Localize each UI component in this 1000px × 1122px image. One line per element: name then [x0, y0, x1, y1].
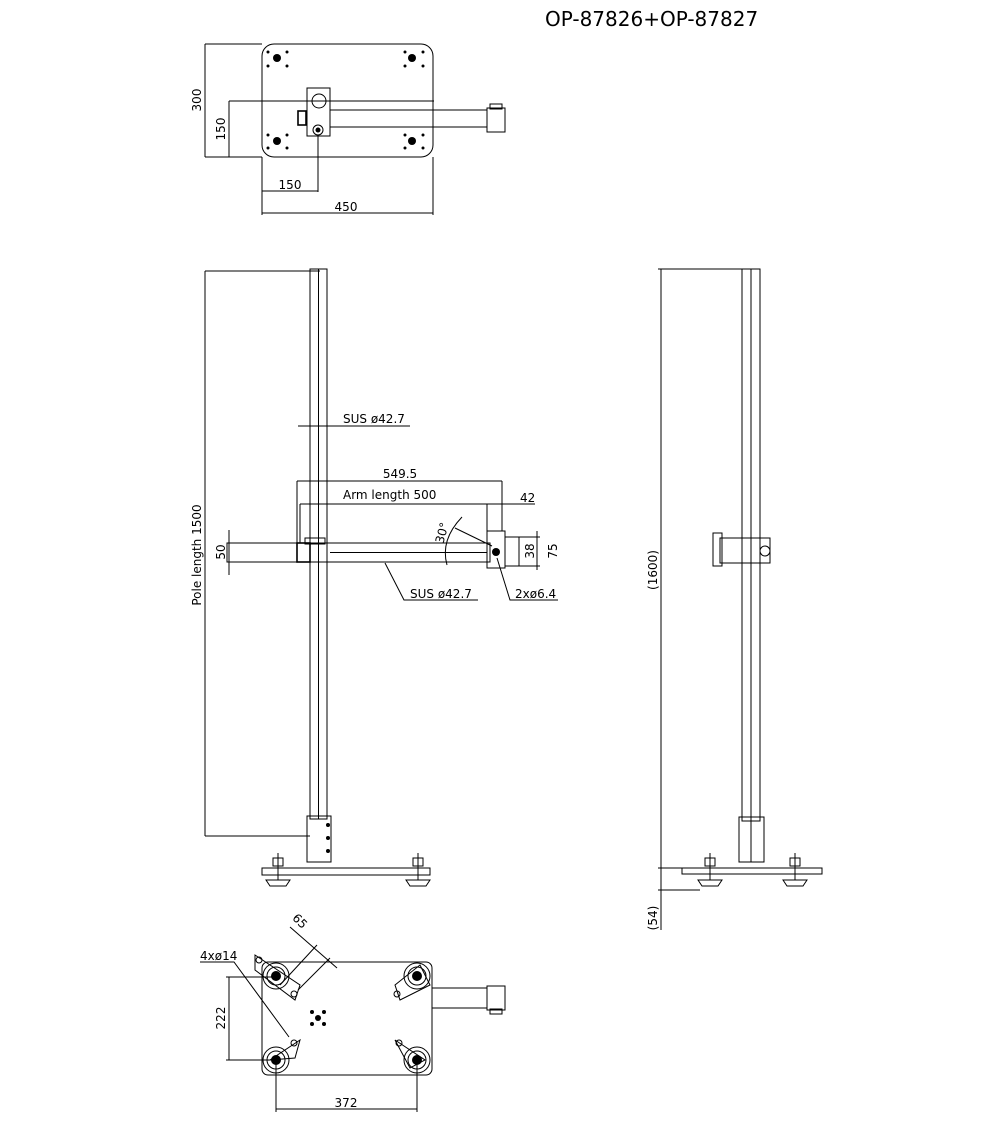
- pole-length-label: Pole length 1500: [190, 504, 204, 605]
- dim-38: 38: [523, 543, 537, 558]
- mounting-bolts: [266, 50, 425, 150]
- leveling-feet: [254, 954, 431, 1074]
- base-plate: [681, 867, 823, 875]
- dim-222: 222: [214, 1007, 228, 1030]
- holes-label: 4xø14: [200, 949, 237, 963]
- dim-150-horizontal: 150: [279, 178, 302, 192]
- top-view: 300 150 150 450: [190, 43, 506, 215]
- dim-42: 42: [520, 491, 535, 505]
- dim-50: 50: [214, 544, 228, 559]
- arm-end-block: [486, 985, 506, 1011]
- clamp: [719, 537, 771, 564]
- dim-65: 65: [289, 911, 310, 932]
- base-plate-outline: [261, 961, 433, 1076]
- arm-material-label: SUS ø42.7: [410, 587, 472, 601]
- leveling-foot-left: [265, 853, 291, 887]
- dim-300: 300: [190, 89, 204, 112]
- dim-450: 450: [335, 200, 358, 214]
- dim-1600: (1600): [646, 550, 660, 590]
- bottom-view: 65 4xø14 222 372: [200, 911, 506, 1112]
- dim-372: 372: [335, 1096, 358, 1110]
- dim-150-vertical: 150: [214, 118, 228, 141]
- holes-label: 2xø6.4: [515, 587, 556, 601]
- center-holes: [310, 1010, 326, 1026]
- dim-54: (54): [646, 906, 660, 931]
- side-view: (1600) (54): [646, 268, 823, 931]
- arm-length-label: Arm length 500: [343, 488, 436, 502]
- leveling-foot-right: [782, 853, 808, 887]
- front-view: Pole length 1500 50 SUS ø42.7 549.5 Arm …: [190, 268, 560, 887]
- pole-material-label: SUS ø42.7: [343, 412, 405, 426]
- arm: [329, 109, 488, 128]
- leveling-foot-left: [697, 853, 723, 887]
- leveling-foot-right: [405, 853, 431, 887]
- angle-30: 30°: [433, 521, 452, 545]
- dim-75: 75: [546, 543, 560, 558]
- pole-base-sleeve: [306, 815, 332, 863]
- arm: [431, 987, 488, 1009]
- base-plate: [261, 867, 431, 876]
- arm-end-block: [486, 107, 506, 133]
- arm-end-block: [486, 530, 506, 569]
- dim-549-5: 549.5: [383, 467, 417, 481]
- arm: [226, 542, 491, 563]
- drawing-title: OP-87826+OP-87827: [545, 7, 758, 31]
